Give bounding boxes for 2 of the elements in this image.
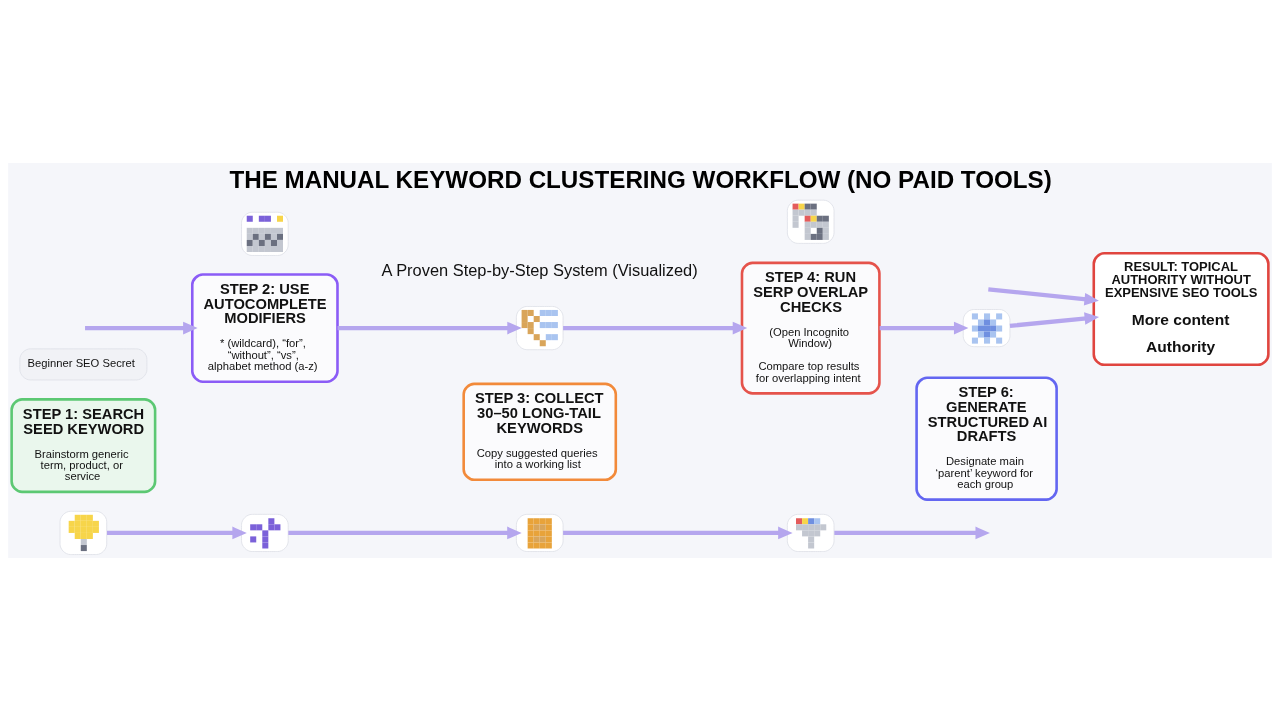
label: A Proven Step-by-Step System (Visualized) (381, 260, 698, 279)
diagram-title: THE MANUAL KEYWORD CLUSTERING WORKFLOW (NO PAID TOOLS) (229, 165, 1052, 193)
